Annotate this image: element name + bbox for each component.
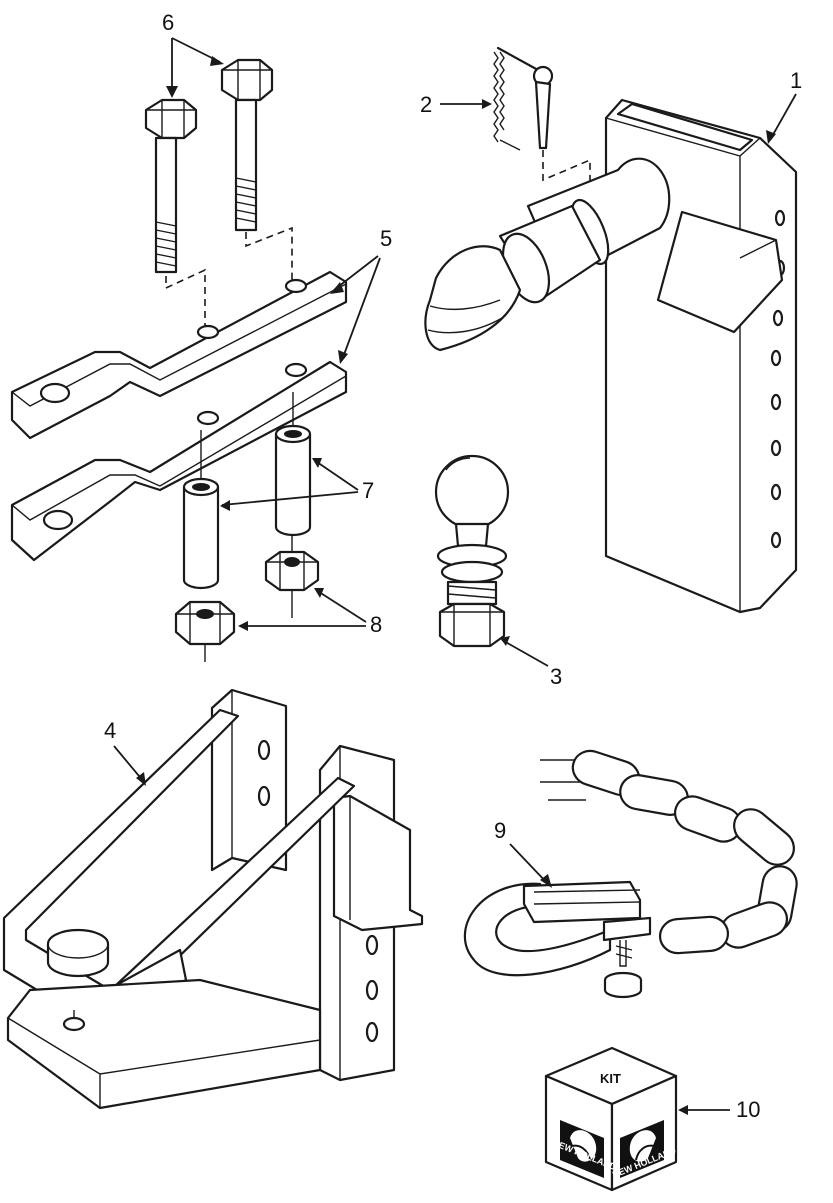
callout-3: 3 [550, 664, 562, 689]
hitch-ball-icon [434, 454, 510, 648]
callout-8: 8 [370, 612, 382, 637]
callout-7: 7 [362, 478, 374, 503]
hex-nut-icon [174, 550, 320, 646]
kit-box-icon: KIT NEW HOLLAND NEW HOLLAND [544, 1046, 678, 1192]
bolt-icon [144, 58, 274, 274]
safety-chain-icon [463, 749, 798, 999]
callout-9: 9 [494, 818, 506, 843]
callout-2: 2 [420, 92, 432, 117]
kit-label: KIT [600, 1071, 621, 1086]
callout-6: 6 [162, 10, 174, 35]
pintle-hook-icon [424, 98, 798, 614]
callout-4: 4 [104, 718, 116, 743]
drawbar-plate-icon [10, 270, 348, 562]
spacer-tube-icon [182, 424, 312, 590]
hitch-bracket-icon [2, 688, 424, 1110]
callout-5: 5 [380, 226, 392, 251]
hitch-pin-icon [493, 46, 554, 151]
callout-10: 10 [736, 1097, 760, 1122]
callout-1: 1 [790, 68, 802, 93]
